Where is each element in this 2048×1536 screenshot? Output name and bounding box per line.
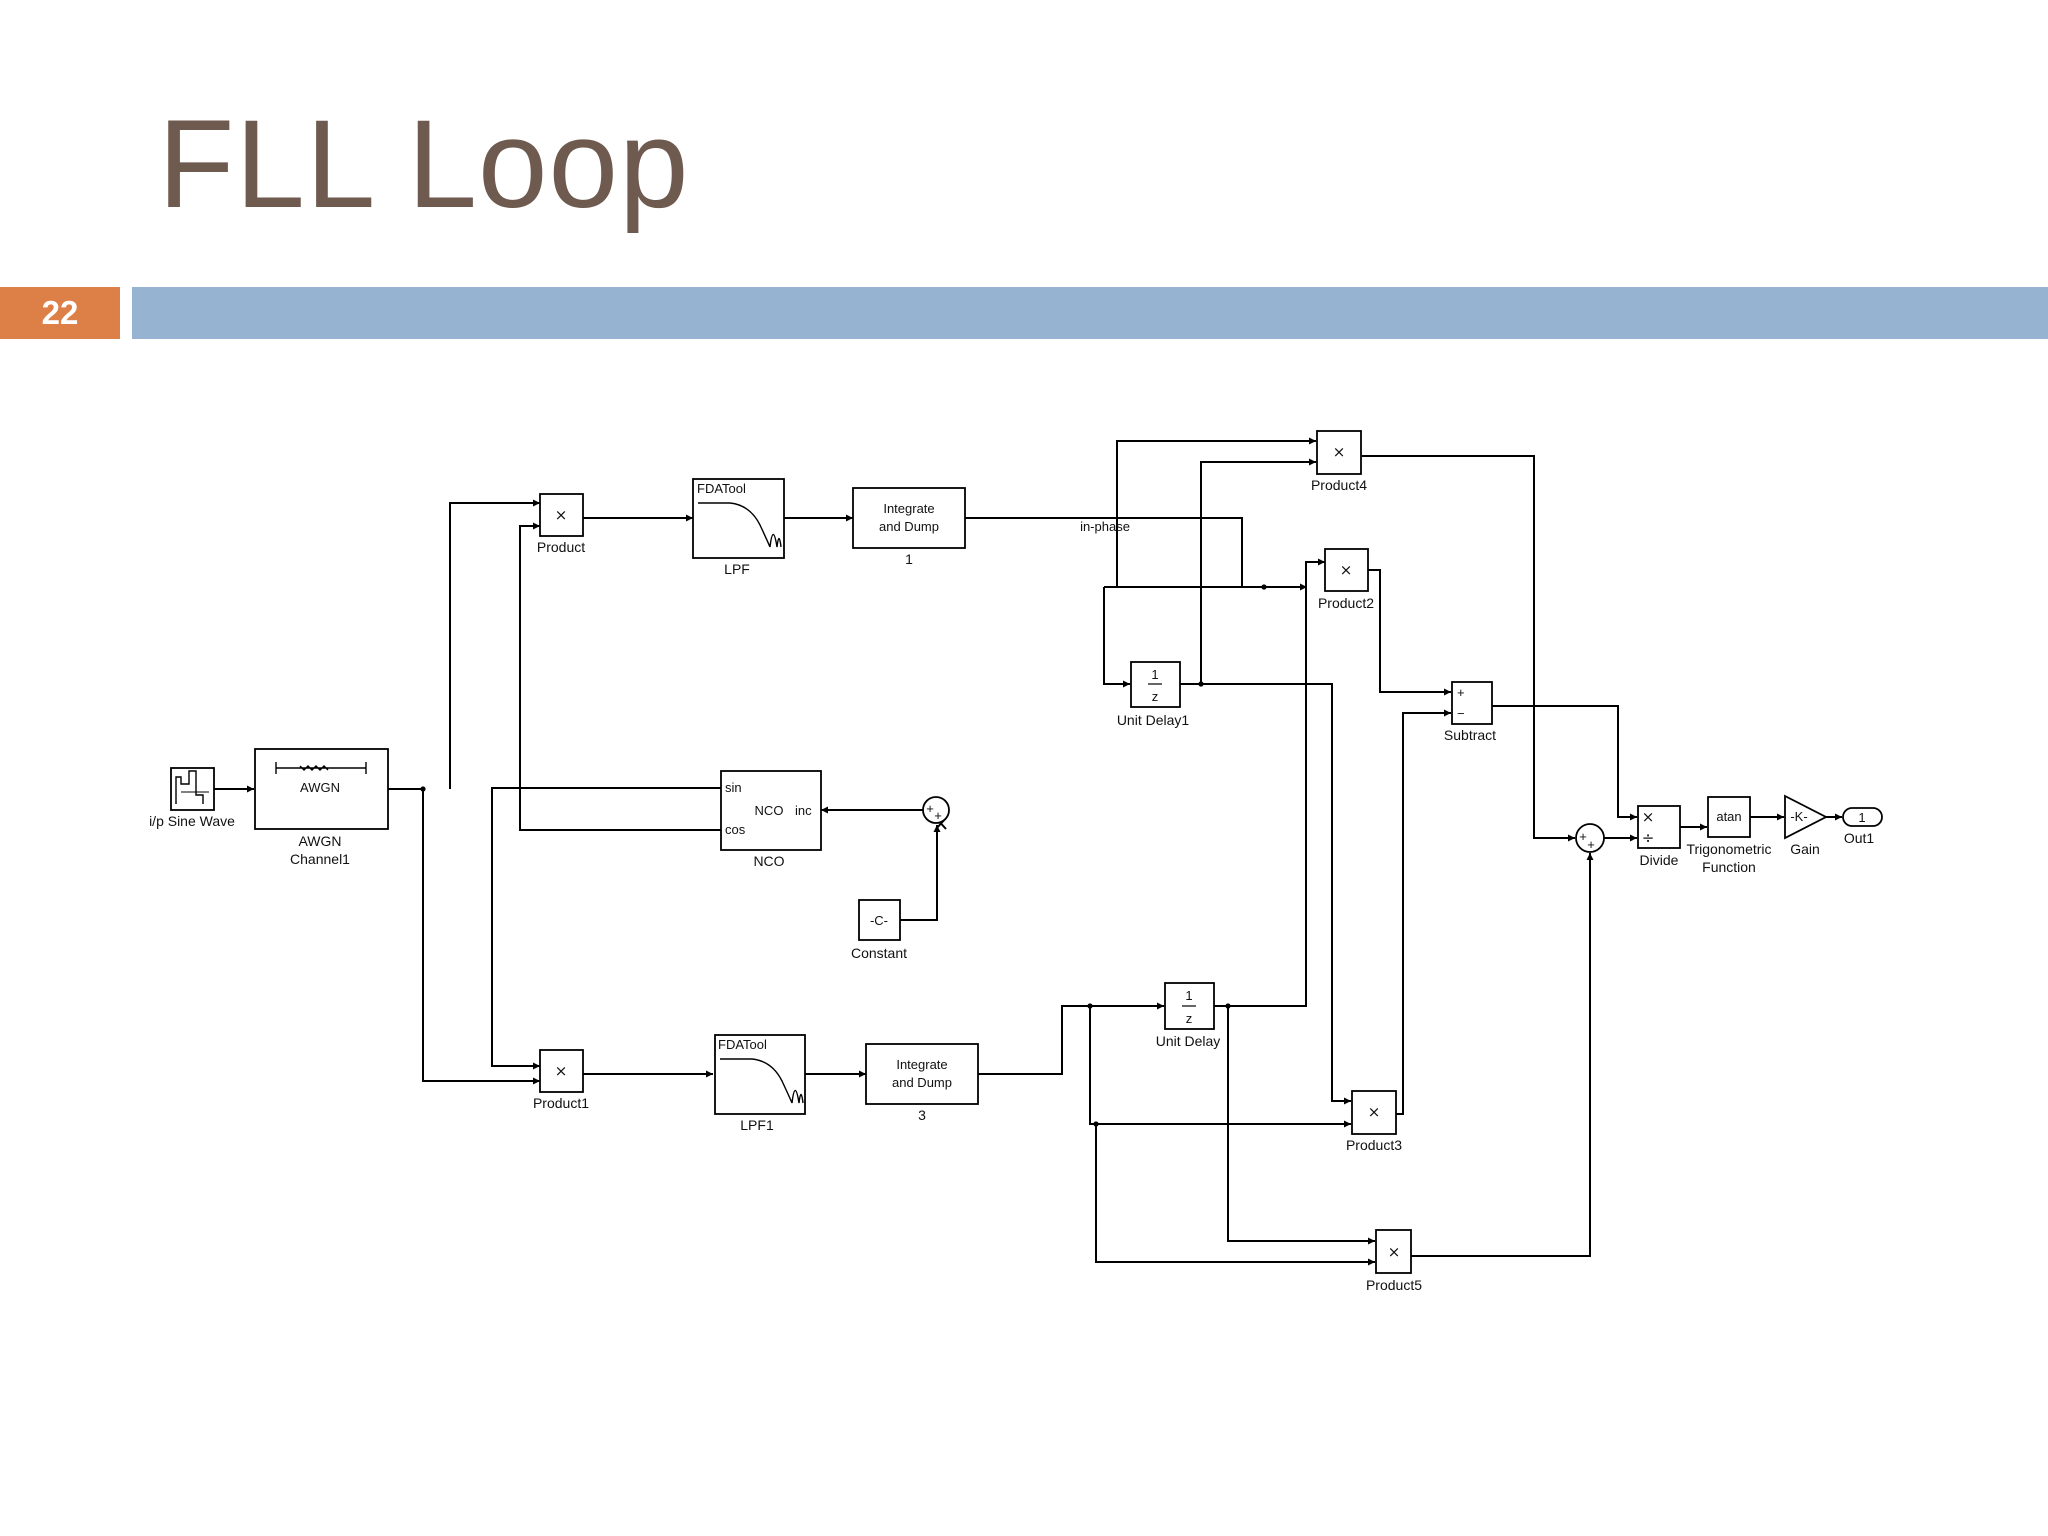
subtract-plus-sign: +	[1457, 685, 1465, 700]
product5-block: × Product5	[1366, 1229, 1422, 1293]
subtract-minus-sign: −	[1457, 706, 1465, 721]
delay1-denominator: z	[1152, 689, 1159, 704]
integ1-label-line1: Integrate	[883, 501, 934, 516]
divide-block: × ÷ Divide	[1637, 805, 1681, 868]
integ1-number: 1	[905, 551, 913, 567]
lpf-inner-label: FDATool	[697, 481, 746, 496]
sine-wave-block: i/p Sine Wave	[149, 767, 235, 829]
multiply-icon: ×	[555, 1062, 568, 1080]
multiply-icon: ×	[555, 506, 568, 524]
delay-denominator: z	[1186, 1011, 1193, 1026]
product4-block: × Product4	[1311, 430, 1367, 493]
sum-plus-sign: +	[926, 801, 934, 816]
sine-wave-label: i/p Sine Wave	[149, 813, 235, 829]
slide-number: 22	[0, 287, 120, 339]
slide-title: FLL Loop	[158, 95, 690, 234]
awgn-label-line2: Channel1	[290, 851, 350, 867]
product4-label: Product4	[1311, 477, 1367, 493]
out1-label: Out1	[1844, 830, 1875, 846]
product1-label: Product1	[533, 1095, 589, 1111]
gain-block: -K- Gain	[1784, 794, 1828, 857]
lpf-label: LPF	[724, 561, 750, 577]
out1-number: 1	[1858, 810, 1865, 825]
nco-sin-port: sin	[725, 780, 742, 795]
integ3-label-line1: Integrate	[896, 1057, 947, 1072]
unit-delay1-label: Unit Delay1	[1117, 712, 1190, 728]
sum2-plus-sign-2: +	[1587, 837, 1595, 852]
product2-label: Product2	[1318, 595, 1374, 611]
delay1-numerator: 1	[1151, 667, 1158, 682]
gain-inner-label: -K-	[1790, 809, 1807, 824]
lpf1-block: FDATool LPF1	[714, 1034, 806, 1133]
nco-block: sin cos NCO inc NCO	[720, 770, 822, 869]
product3-block: × Product3	[1346, 1090, 1402, 1153]
divide-icon: ÷	[1642, 829, 1655, 847]
integ3-label-line2: and Dump	[892, 1075, 952, 1090]
nco-center-label: NCO	[755, 803, 784, 818]
trig-function-block: atan Trigonometric Function	[1686, 796, 1772, 875]
trig-label-line2: Function	[1702, 859, 1756, 875]
nco-inc-port: inc	[795, 803, 812, 818]
in-phase-label: in-phase	[1080, 519, 1130, 534]
nco-label: NCO	[753, 853, 784, 869]
integrate-dump-1-block: Integrate and Dump 1	[852, 487, 966, 567]
sum2-plus-sign: +	[1579, 829, 1587, 844]
product-label: Product	[537, 539, 585, 555]
gain-label: Gain	[1790, 841, 1820, 857]
constant-label: Constant	[851, 945, 907, 961]
awgn-channel-block: AWGN AWGN Channel1	[254, 748, 389, 867]
header-bar	[132, 287, 2048, 339]
product2-block: × Product2	[1318, 548, 1374, 611]
product1-block: × Product1	[533, 1049, 589, 1111]
sum-plus-sign-2: +	[934, 808, 942, 823]
multiply-icon: ×	[1388, 1243, 1401, 1261]
unit-delay-block: 1 z Unit Delay	[1156, 982, 1221, 1049]
unit-delay1-block: 1 z Unit Delay1	[1117, 661, 1190, 728]
awgn-inner-label: AWGN	[300, 780, 340, 795]
product3-label: Product3	[1346, 1137, 1402, 1153]
integ3-number: 3	[918, 1107, 926, 1123]
divide-label: Divide	[1640, 852, 1679, 868]
product5-label: Product5	[1366, 1277, 1422, 1293]
output-sum-block: + +	[1575, 823, 1605, 853]
integrate-dump-3-block: Integrate and Dump 3	[865, 1043, 979, 1123]
unit-delay-label: Unit Delay	[1156, 1033, 1221, 1049]
product-block: × Product	[537, 493, 585, 555]
signal-wires	[214, 437, 1842, 1266]
integ1-label-line2: and Dump	[879, 519, 939, 534]
nco-sum-block: + +	[922, 796, 950, 824]
lpf1-inner-label: FDATool	[718, 1037, 767, 1052]
out1-port: 1 Out1	[1842, 807, 1883, 846]
subtract-label: Subtract	[1444, 727, 1496, 743]
lpf-block: FDATool LPF	[692, 478, 785, 577]
awgn-label: AWGN	[298, 833, 341, 849]
constant-block: -C- Constant	[851, 899, 907, 961]
atan-inner-label: atan	[1716, 809, 1741, 824]
delay-numerator: 1	[1185, 988, 1192, 1003]
nco-cos-port: cos	[725, 822, 746, 837]
subtract-block: + − Subtract	[1444, 681, 1496, 743]
multiply-icon: ×	[1340, 561, 1353, 579]
trig-label-line1: Trigonometric	[1686, 841, 1771, 857]
constant-inner-label: -C-	[870, 913, 888, 928]
multiply-icon: ×	[1642, 808, 1655, 826]
multiply-icon: ×	[1333, 443, 1346, 461]
lpf1-label: LPF1	[740, 1117, 774, 1133]
multiply-icon: ×	[1368, 1103, 1381, 1121]
